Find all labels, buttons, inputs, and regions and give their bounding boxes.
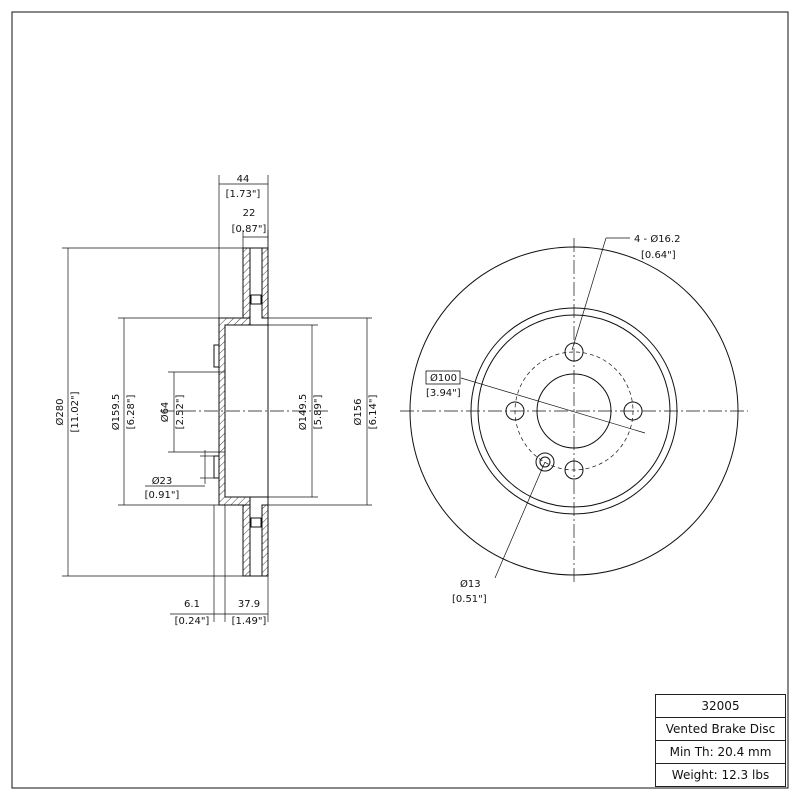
bolt-holes-in: [0.64"]: [641, 250, 676, 261]
bolt-circle-mm: Ø100: [430, 372, 457, 384]
part-description: Vented Brake Disc: [656, 718, 785, 741]
rotor-outer-edge: [409, 246, 739, 576]
hat-height-in: [1.49"]: [232, 616, 267, 627]
hub-hole-in: [0.91"]: [145, 490, 180, 501]
bolt-hole-right: [623, 401, 643, 421]
hub-hole-mm: Ø23: [152, 475, 173, 487]
vent-width-mm: 22: [243, 208, 256, 219]
front-view: 4 - Ø16.2 [0.64"] Ø100 [3.94"] Ø13 [0.51…: [400, 233, 748, 605]
dim-hat-outer: Ø156 [6.14"]: [268, 317, 379, 506]
side-section-view: 44 [1.73"] 22 [0.87"] Ø280 [11.02"] Ø159…: [54, 174, 379, 627]
hat-height-mm: 37.9: [238, 599, 260, 610]
callout-small-hole: Ø13 [0.51"]: [452, 461, 546, 605]
hat-diameter-mm: Ø159.5: [110, 394, 122, 431]
inner-diameter-in: [5.89"]: [313, 395, 324, 430]
bolt-circle-in: [3.94"]: [426, 388, 461, 399]
overall-width-mm: 44: [237, 174, 250, 185]
dim-hub-hole: Ø23 [0.91"]: [145, 450, 214, 501]
bolt-holes-mm: 4 - Ø16.2: [634, 233, 680, 245]
outer-diameter-mm: Ø280: [54, 399, 66, 426]
center-bore-mm: Ø64: [159, 402, 171, 423]
small-hole-mm: Ø13: [460, 578, 481, 590]
locating-hole-inner: [539, 456, 551, 468]
outer-diameter-in: [11.02"]: [70, 391, 81, 432]
dim-hat-diameter: Ø159.5 [6.28"]: [110, 317, 219, 506]
lower-rotor-section: [242, 504, 269, 577]
bolt-hole-bottom: [564, 460, 584, 480]
center-bore-in: [2.52"]: [175, 395, 186, 430]
callout-bolt-circle: Ø100 [3.94"]: [425, 370, 646, 434]
hat-outer-in: [6.14"]: [368, 395, 379, 430]
locating-hole-outer: [535, 452, 555, 472]
weight: Weight: 12.3 lbs: [671, 768, 770, 782]
title-block: 32005 Vented Brake Disc Min Th: 20.4 mm …: [655, 694, 786, 787]
min-thickness: Min Th: 20.4 mm: [656, 741, 785, 764]
part-number: 32005: [656, 695, 785, 718]
friction-inner-edge: [470, 307, 678, 515]
overall-width-in: [1.73"]: [226, 189, 261, 200]
dim-inner-diameter: Ø149.5 [5.89"]: [268, 324, 324, 498]
hat-diameter-in: [6.28"]: [126, 395, 137, 430]
center-bore: [536, 373, 612, 449]
dim-hat-offsets: 6.1 [0.24"] 37.9 [1.49"]: [170, 505, 269, 627]
bolt-hole-left: [505, 401, 525, 421]
small-hole-in: [0.51"]: [452, 594, 487, 605]
drawing-border: [11, 11, 789, 789]
inner-diameter-mm: Ø149.5: [297, 394, 309, 431]
hat-offset-mm: 6.1: [184, 599, 200, 610]
vent-width-in: [0.87"]: [232, 224, 267, 235]
dim-outer-diameter: Ø280 [11.02"]: [54, 247, 243, 577]
hat-outer-edge: [477, 314, 671, 508]
dim-center-bore: Ø64 [2.52"]: [159, 371, 219, 453]
hat-outer-mm: Ø156: [352, 399, 364, 426]
callout-bolt-holes: 4 - Ø16.2 [0.64"]: [571, 233, 680, 351]
hat-section: [213, 317, 269, 506]
hat-offset-in: [0.24"]: [175, 616, 210, 627]
dim-vent-width: 22 [0.87"]: [232, 208, 269, 248]
bolt-circle: [514, 351, 634, 471]
upper-rotor-section: [242, 247, 269, 319]
